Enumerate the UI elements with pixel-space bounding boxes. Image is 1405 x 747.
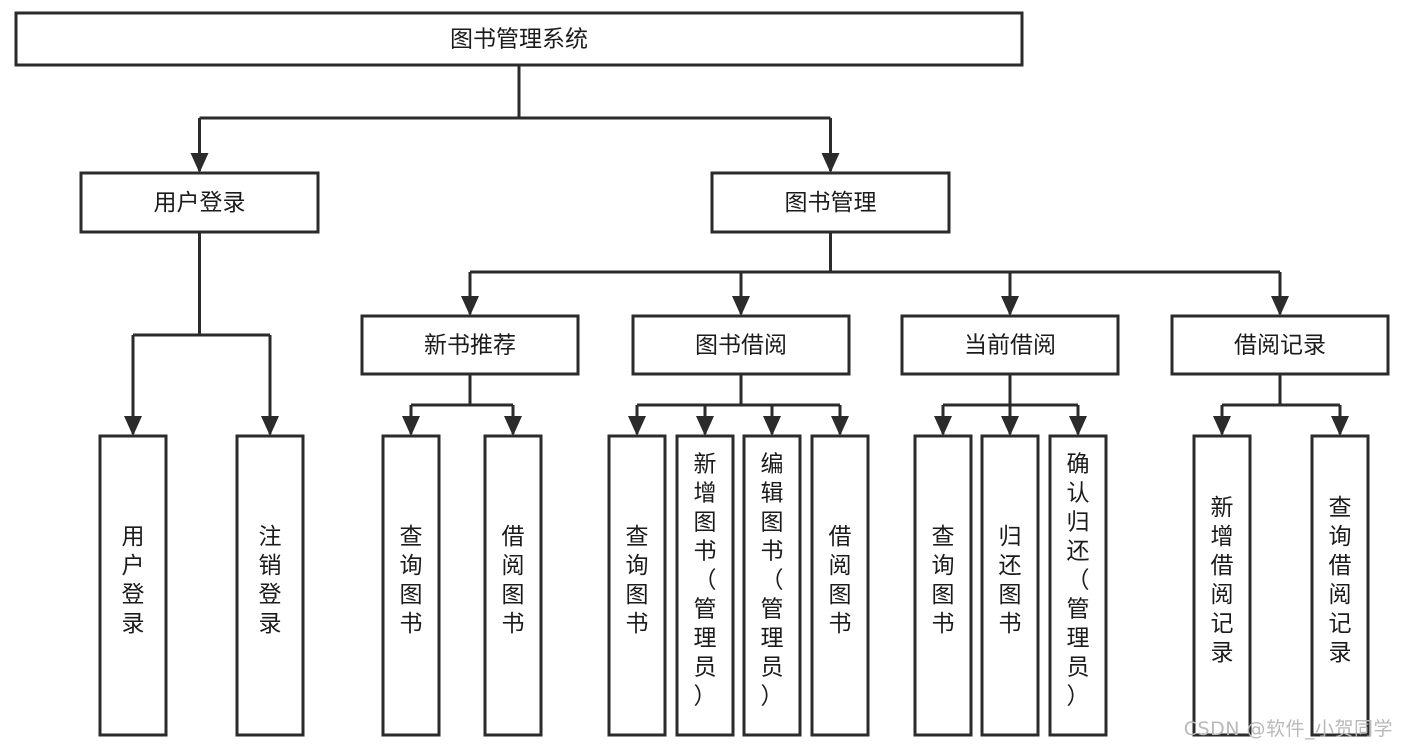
node-leaf-query-book-c-label: 查询图书: [932, 524, 955, 637]
node-borrow-record-label: 借阅记录: [1234, 333, 1326, 359]
node-leaf-user-login[interactable]: 用户登录: [98, 434, 168, 737]
node-book-manage-label: 图书管理: [785, 190, 877, 216]
node-leaf-return-book[interactable]: 归还图书: [980, 434, 1040, 737]
node-leaf-query-book-a-label: 查询图书: [400, 524, 423, 637]
node-new-book-recommend[interactable]: 新书推荐: [360, 314, 580, 376]
node-book-borrow[interactable]: 图书借阅: [631, 314, 851, 376]
node-book-manage[interactable]: 图书管理: [710, 171, 951, 234]
node-book-borrow-label: 图书借阅: [695, 333, 787, 359]
node-root[interactable]: 图书管理系统: [14, 11, 1024, 67]
node-leaf-confirm-return-admin[interactable]: 确认归还（管理员）: [1048, 434, 1108, 737]
node-leaf-borrow-book-b-label: 借阅图书: [829, 524, 852, 637]
node-leaf-query-borrow-record[interactable]: 查询借阅记录: [1310, 434, 1370, 737]
node-leaf-logout-login[interactable]: 注销登录: [235, 434, 305, 737]
node-leaf-add-book-admin-label: 新增图书（管理员）: [694, 452, 717, 710]
node-borrow-record[interactable]: 借阅记录: [1170, 314, 1390, 376]
node-leaf-add-borrow-record-label: 新增借阅记录: [1211, 495, 1234, 666]
node-leaf-query-borrow-record-label: 查询借阅记录: [1329, 495, 1352, 666]
connector-lines: [124, 65, 1349, 436]
node-root-label: 图书管理系统: [450, 27, 588, 53]
node-leaf-query-book-b[interactable]: 查询图书: [607, 434, 667, 737]
node-boxes: 图书管理系统用户登录图书管理新书推荐图书借阅当前借阅借阅记录用户登录注销登录查询…: [14, 11, 1390, 737]
node-user-login-label: 用户登录: [154, 190, 246, 216]
node-leaf-confirm-return-admin-label: 确认归还（管理员）: [1067, 452, 1090, 710]
node-leaf-edit-book-admin[interactable]: 编辑图书（管理员）: [742, 434, 802, 737]
node-leaf-query-book-a[interactable]: 查询图书: [381, 434, 441, 737]
node-leaf-user-login-label: 用户登录: [122, 524, 145, 637]
node-leaf-add-borrow-record[interactable]: 新增借阅记录: [1192, 434, 1252, 737]
node-leaf-query-book-b-label: 查询图书: [626, 524, 649, 637]
node-current-borrow-label: 当前借阅: [964, 333, 1056, 359]
node-leaf-edit-book-admin-label: 编辑图书（管理员）: [761, 452, 784, 710]
node-leaf-add-book-admin[interactable]: 新增图书（管理员）: [675, 434, 735, 737]
node-current-borrow[interactable]: 当前借阅: [900, 314, 1120, 376]
node-leaf-query-book-c[interactable]: 查询图书: [913, 434, 973, 737]
node-leaf-borrow-book-b[interactable]: 借阅图书: [810, 434, 870, 737]
node-new-book-recommend-label: 新书推荐: [424, 333, 516, 359]
node-leaf-return-book-label: 归还图书: [999, 524, 1022, 637]
node-leaf-borrow-book-a-label: 借阅图书: [502, 524, 525, 637]
node-leaf-logout-login-label: 注销登录: [259, 524, 282, 637]
node-user-login[interactable]: 用户登录: [79, 171, 320, 234]
node-leaf-borrow-book-a[interactable]: 借阅图书: [483, 434, 543, 737]
